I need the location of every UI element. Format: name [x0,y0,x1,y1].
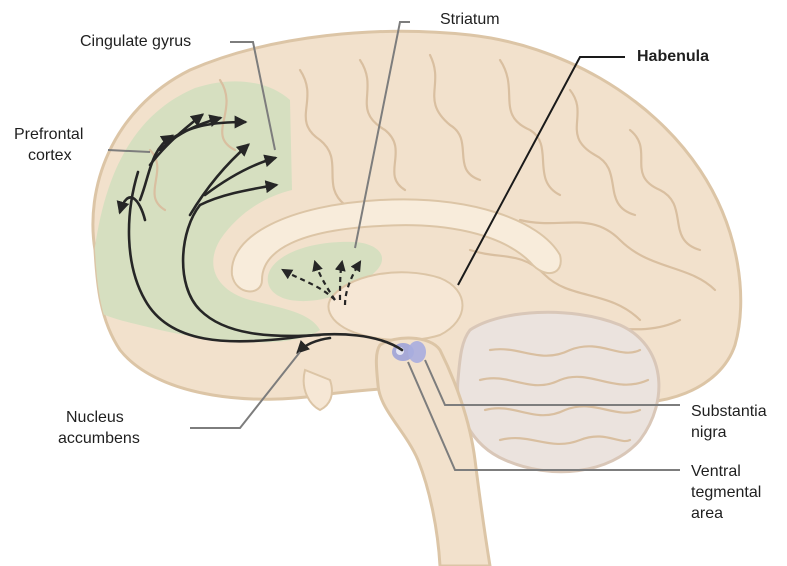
label-accumbens-line2: accumbens [58,428,140,449]
label-prefrontal-cortex: Prefrontal cortex [14,124,83,166]
label-nigra-line1: Substantia [691,401,767,422]
label-nucleus-accumbens: Nucleus accumbens [58,407,140,449]
label-vta-line1: Ventral [691,461,761,482]
label-prefrontal-line1: Prefrontal [14,124,83,145]
label-vta-line3: area [691,503,761,524]
label-striatum: Striatum [440,9,500,30]
label-ventral-tegmental-area: Ventral tegmental area [691,461,761,524]
cerebellum [458,312,659,471]
label-nigra-line2: nigra [691,422,767,443]
label-substantia-nigra: Substantia nigra [691,401,767,443]
label-accumbens-line1: Nucleus [58,407,140,428]
label-prefrontal-line2: cortex [14,145,83,166]
label-habenula: Habenula [637,46,709,67]
label-cingulate-gyrus: Cingulate gyrus [80,31,191,52]
label-vta-line2: tegmental [691,482,761,503]
